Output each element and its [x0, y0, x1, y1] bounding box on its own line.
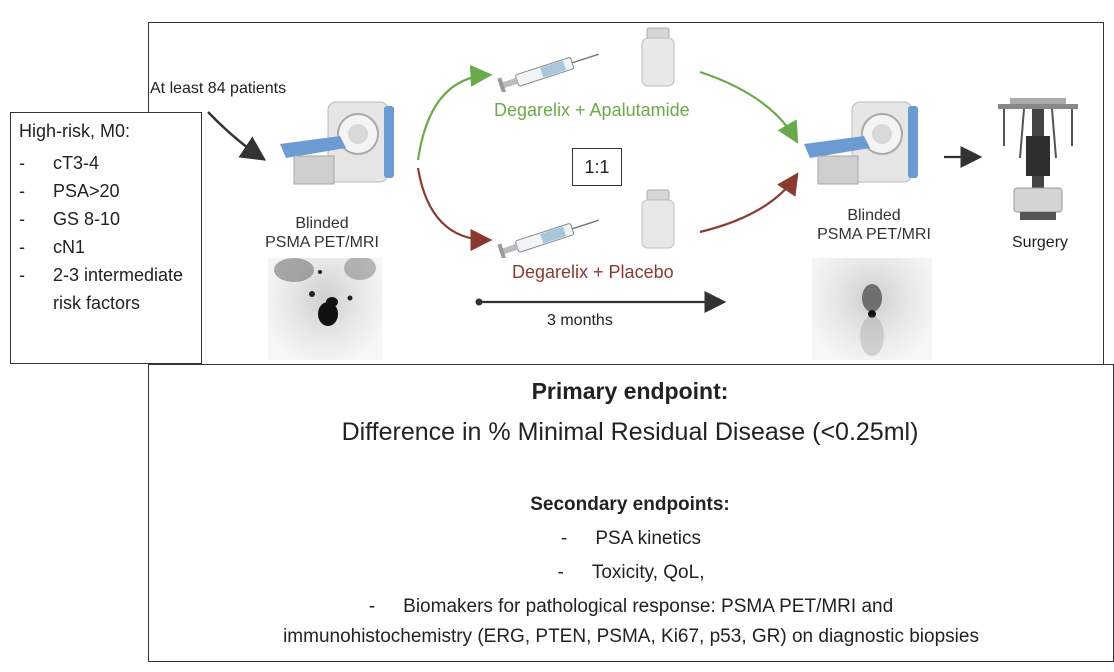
followup-scan-label-line2: PSMA PET/MRI: [817, 226, 931, 243]
pet-mri-scanner-icon: [280, 101, 394, 185]
criteria-item: PSA>20: [11, 177, 201, 205]
endpoints-frame: [148, 364, 1114, 662]
followup-scan-label-line1: Blinded: [847, 207, 901, 224]
control-arm-arrow: [416, 167, 493, 251]
randomization-ratio-box: 1:1: [572, 148, 622, 186]
criteria-item: cT3-4: [11, 149, 201, 177]
baseline-pet-image: [268, 256, 382, 360]
secondary-endpoint-text: PSA kinetics: [595, 528, 701, 549]
pet-mri-scanner-icon: [804, 101, 918, 185]
baseline-pet-hotspots: [274, 256, 376, 326]
syringe-icon: [497, 219, 600, 258]
criteria-item: cN1: [11, 233, 201, 261]
secondary-endpoint-text: immunohistochemistry (ERG, PTEN, PSMA, K…: [283, 626, 979, 647]
treatment-to-scan-arrow: [699, 70, 799, 144]
randomization-ratio: 1:1: [584, 157, 610, 177]
pill-bottle-icon: [641, 189, 675, 249]
followup-pet-image: [812, 258, 932, 360]
control-arm-label: Degarelix + Placebo: [512, 262, 674, 282]
enrollment-arrow: [207, 111, 267, 161]
duration-label: 3 months: [547, 312, 613, 329]
surgery-label: Surgery: [1012, 234, 1069, 251]
primary-endpoint-title: Primary endpoint:: [531, 378, 729, 404]
syringe-icon: [497, 53, 600, 92]
followup-pet-hotspots: [860, 284, 884, 356]
criteria-title: High-risk, M0:: [19, 121, 131, 141]
secondary-endpoint-text: Biomakers for pathological response: PSM…: [403, 596, 894, 617]
secondary-endpoint-item: -PSA kinetics: [561, 528, 701, 549]
baseline-scan-label-line2: PSMA PET/MRI: [265, 234, 379, 251]
enrollment-label: At least 84 patients: [150, 80, 287, 97]
secondary-endpoint-text: Toxicity, QoL,: [591, 562, 705, 583]
followup-scan-label: Blinded PSMA PET/MRI: [814, 206, 934, 244]
treatment-arm-arrow: [416, 64, 493, 161]
secondary-endpoint-item: immunohistochemistry (ERG, PTEN, PSMA, K…: [150, 626, 1112, 648]
treatment-arm-label: Degarelix + Apalutamide: [494, 100, 690, 120]
secondary-endpoint-item: -Toxicity, QoL,: [557, 562, 705, 583]
primary-endpoint-text: Difference in % Minimal Residual Disease…: [341, 418, 919, 446]
inclusion-criteria-box: High-risk, M0: cT3-4 PSA>20 GS 8-10 cN1 …: [10, 112, 202, 364]
pill-bottle-icon: [641, 27, 675, 87]
criteria-item: 2-3 intermediate risk factors: [11, 261, 201, 317]
control-to-scan-arrow: [699, 172, 799, 234]
criteria-item: GS 8-10: [11, 205, 201, 233]
baseline-scan-label: Blinded PSMA PET/MRI: [262, 214, 382, 252]
secondary-endpoints-title: Secondary endpoints:: [530, 494, 730, 515]
criteria-list: cT3-4 PSA>20 GS 8-10 cN1 2-3 intermediat…: [11, 149, 201, 317]
secondary-endpoint-item: -Biomakers for pathological response: PS…: [368, 596, 894, 617]
surgical-robot-icon: [998, 98, 1078, 220]
baseline-scan-label-line1: Blinded: [295, 215, 349, 232]
